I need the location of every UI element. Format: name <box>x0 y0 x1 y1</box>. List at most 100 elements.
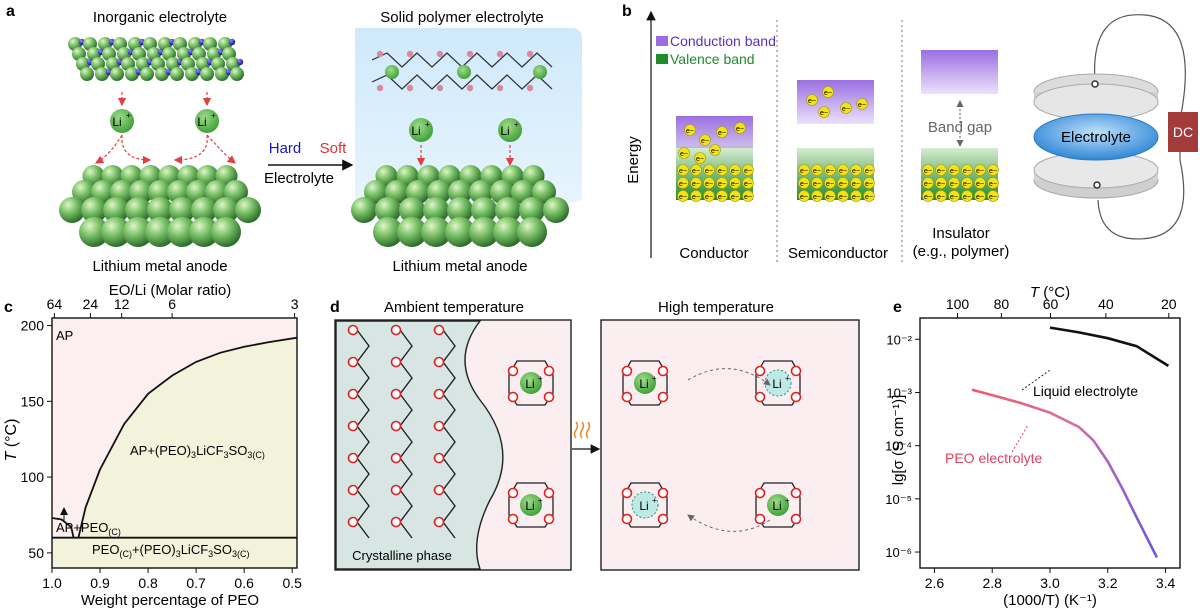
crystal-oxygen <box>390 356 402 368</box>
liquid-electrolyte-line <box>1049 326 1170 368</box>
ring-oxygen <box>621 487 633 499</box>
lattice-atom <box>170 67 184 81</box>
y-tick-label: 200 <box>21 318 45 334</box>
electron-symbol: e− <box>718 168 726 175</box>
dc-source <box>1168 112 1198 152</box>
region-solid-fill <box>52 537 297 568</box>
crown-ring <box>755 360 801 406</box>
anode-atom <box>373 217 403 247</box>
electron-symbol: e− <box>680 151 688 158</box>
electron-symbol: e− <box>989 194 997 201</box>
electron <box>677 177 689 189</box>
ether-oxygen <box>406 50 414 58</box>
electron-symbol: e− <box>937 181 945 188</box>
anode-atom <box>517 217 547 247</box>
li-ion <box>634 372 656 394</box>
svg-text:+: + <box>425 120 430 129</box>
electron <box>948 164 960 176</box>
ether-oxygen <box>496 50 504 58</box>
insulator-label: Insulator <box>932 225 990 242</box>
electron <box>837 164 849 176</box>
svg-text:Li: Li <box>112 115 121 129</box>
li-ion-left-1: Li + <box>110 109 134 133</box>
lithium-anode-left <box>59 165 261 247</box>
top-tick-label: 100 <box>946 296 970 312</box>
crystal-oxygen <box>390 420 402 432</box>
liquid-leader <box>1021 369 1051 391</box>
svg-text:Li: Li <box>411 124 420 138</box>
polymer-chains <box>371 50 553 92</box>
liquid-electrolyte-label: Liquid electrolyte <box>1033 383 1138 399</box>
electron-symbol: e− <box>976 168 984 175</box>
legend-valence-label: Valence band <box>670 51 755 67</box>
e-ylabel: lg[σ (S cm⁻¹)] <box>890 395 907 486</box>
anode-atom <box>191 197 217 223</box>
semiconductor-label: Semiconductor <box>788 245 888 262</box>
ring-oxygen <box>507 365 519 377</box>
li-ion-label: Li <box>772 499 781 513</box>
electron-symbol: e− <box>800 194 808 201</box>
electron <box>987 177 999 189</box>
crystal-oxygen <box>433 388 445 400</box>
chain-li-ion <box>533 65 547 79</box>
x-tick-label: 3.2 <box>1098 575 1118 591</box>
electron-symbol: e− <box>744 194 752 201</box>
electron-symbol: e− <box>826 168 834 175</box>
electron <box>709 144 721 156</box>
anode-atom <box>445 217 475 247</box>
electron-symbol: e− <box>705 168 713 175</box>
electron <box>922 164 934 176</box>
electron <box>824 164 836 176</box>
ether-oxygen <box>376 50 384 58</box>
electron-symbol: e− <box>976 194 984 201</box>
electron-symbol: e− <box>705 194 713 201</box>
lattice-atom <box>185 67 199 81</box>
anode-atom <box>421 217 451 247</box>
electron <box>677 190 689 202</box>
e-xlabel: (1000/T) (K⁻¹) <box>1003 592 1097 609</box>
ether-oxygen <box>376 84 384 92</box>
electron-symbol: e− <box>679 194 687 201</box>
electron <box>742 177 754 189</box>
anode-atom <box>543 197 569 223</box>
electron-symbol: e− <box>718 194 726 201</box>
crown-ring <box>622 482 668 528</box>
electron-symbol: e− <box>731 194 739 201</box>
electron <box>742 164 754 176</box>
crystal-oxygen <box>433 452 445 464</box>
top-tick-label: 60 <box>1043 296 1059 312</box>
top-tick-label: 12 <box>114 296 130 312</box>
anode-atom <box>399 197 425 223</box>
electron <box>974 190 986 202</box>
electron-symbol: e− <box>950 168 958 175</box>
electron-symbol: e− <box>736 126 744 133</box>
lattice-atom <box>95 67 109 81</box>
electron <box>822 86 834 98</box>
li-ion-left-2: Li + <box>195 109 219 133</box>
ring-oxygen <box>621 391 633 403</box>
electron-symbol: e− <box>826 181 834 188</box>
electron <box>703 164 715 176</box>
hop-arrow-top <box>687 368 771 386</box>
svg-text:+: + <box>126 111 131 120</box>
high-temp-title: High temperature <box>658 299 774 316</box>
ring-oxygen <box>507 513 519 525</box>
lattice-atom <box>140 67 154 81</box>
electron-symbol: e− <box>865 168 873 175</box>
ring-oxygen <box>507 487 519 499</box>
dc-label: DC <box>1173 124 1193 140</box>
plot-frame <box>51 317 298 569</box>
x-tick-label: 3.4 <box>1156 575 1176 591</box>
lattice-anion <box>236 58 244 66</box>
lattice-atom <box>230 67 244 81</box>
phase-boundary-0 <box>51 517 75 538</box>
electron-symbol: e− <box>800 181 808 188</box>
ring-oxygen <box>790 365 802 377</box>
plot-frame <box>919 317 1181 569</box>
x-tick-label: 0.5 <box>282 575 302 591</box>
ring-oxygen <box>790 391 802 403</box>
electron-symbol: e− <box>865 194 873 201</box>
crystal-oxygen <box>347 484 359 496</box>
electron-symbol: e− <box>711 148 719 155</box>
